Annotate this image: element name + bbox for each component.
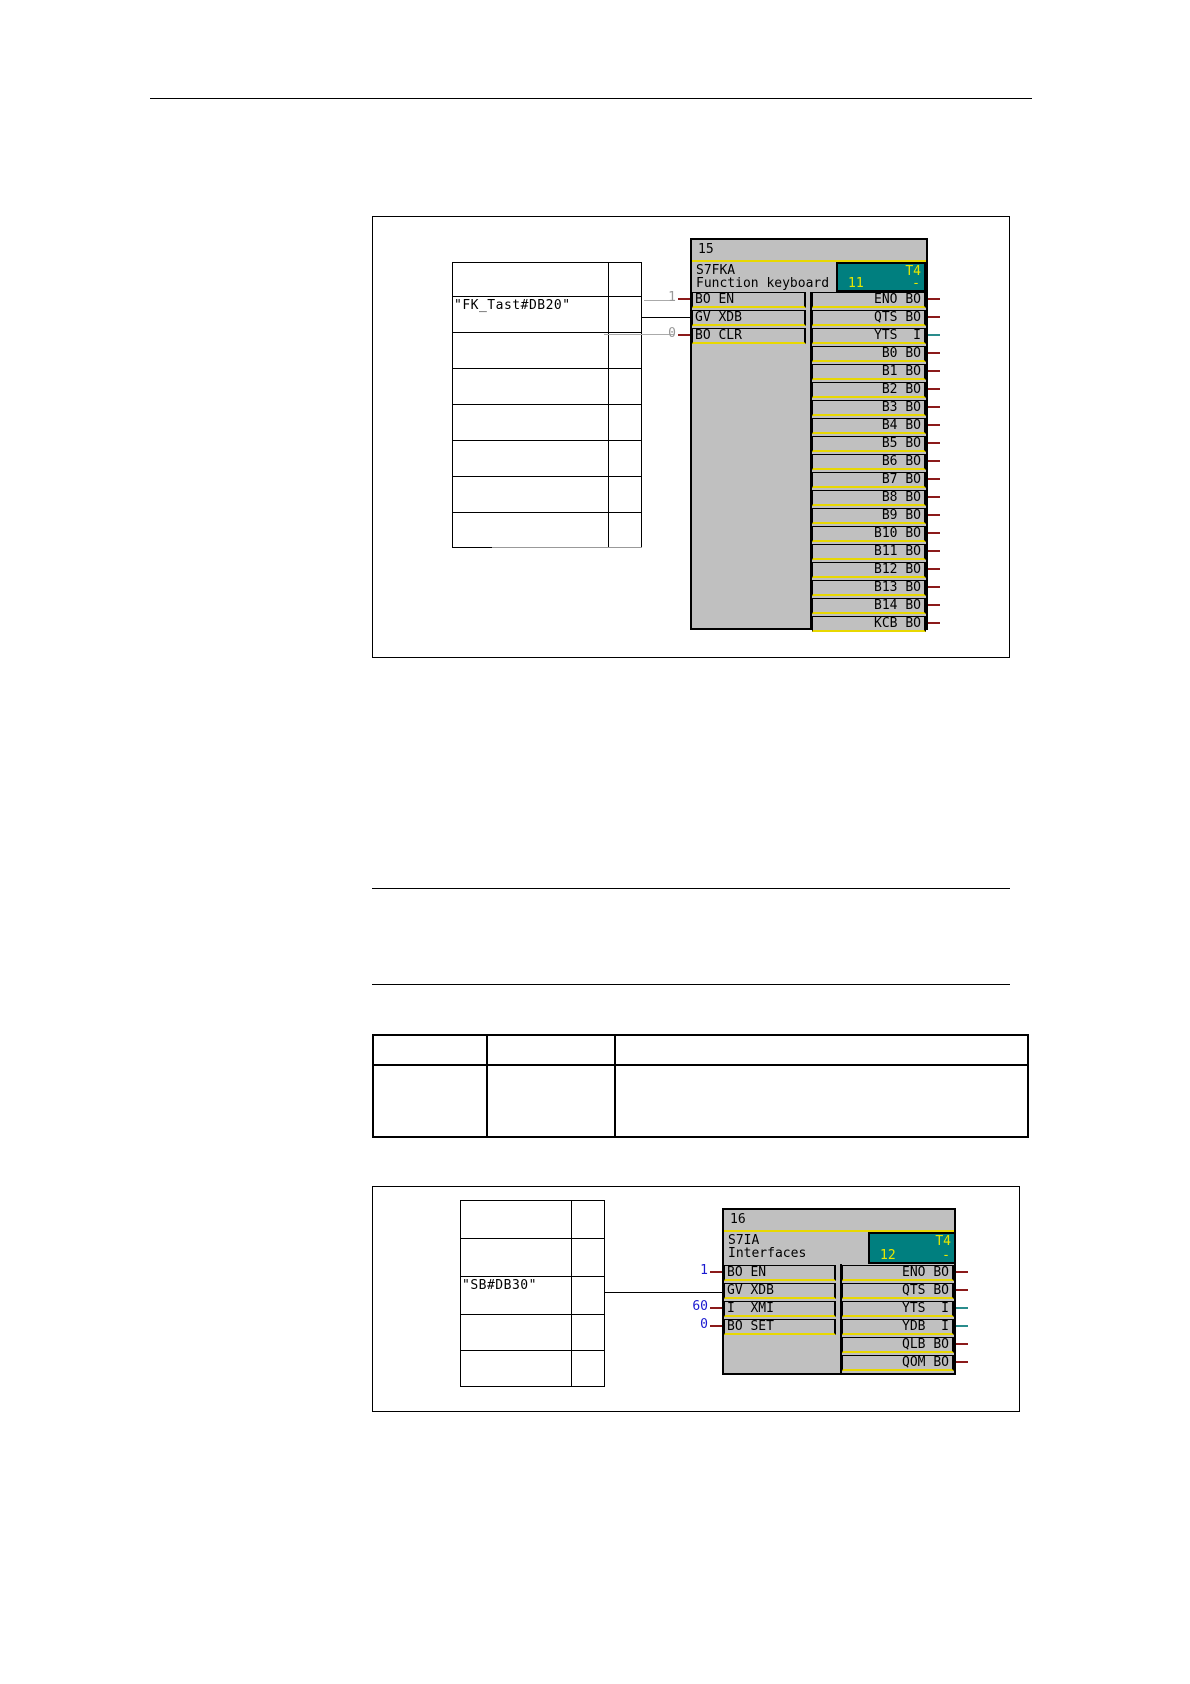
input-pin[interactable]: GV XDB (692, 310, 806, 326)
input-stub (678, 298, 690, 300)
input-pin[interactable]: BO EN (692, 292, 806, 308)
output-stub (956, 1325, 968, 1327)
output-stub (928, 586, 940, 588)
output-pin[interactable]: QOM BO (842, 1355, 954, 1371)
output-pin[interactable]: YTS I (842, 1301, 954, 1317)
input-value: 60 (692, 1299, 708, 1314)
output-stub (928, 334, 940, 336)
xref-table-1: "FK_Tast#DB20" (452, 262, 642, 548)
output-pin[interactable]: YTS I (812, 328, 926, 344)
output-stub (928, 478, 940, 480)
output-pin[interactable]: B8 BO (812, 490, 926, 506)
output-pin[interactable]: QTS BO (842, 1283, 954, 1299)
input-value: 1 (668, 290, 676, 305)
block-number: 16 (730, 1212, 746, 1227)
output-stub (928, 622, 940, 624)
parameter-table (372, 1034, 1029, 1138)
block-comment: Interfaces (728, 1246, 807, 1261)
input-pin[interactable]: BO SET (724, 1319, 836, 1335)
output-stub (928, 442, 940, 444)
output-stub (928, 388, 940, 390)
table-row (372, 1034, 1029, 1066)
block-comment: Function keyboard (696, 276, 830, 291)
output-pin[interactable]: ENO BO (842, 1265, 954, 1281)
output-pin[interactable]: B4 BO (812, 418, 926, 434)
output-pin[interactable]: B13 BO (812, 580, 926, 596)
output-pin[interactable]: B3 BO (812, 400, 926, 416)
output-stub (928, 298, 940, 300)
task-sequence-box: T4 12 - (868, 1232, 956, 1264)
output-stub (956, 1289, 968, 1291)
output-pin[interactable]: KCB BO (812, 616, 926, 632)
output-stub (956, 1307, 968, 1309)
block-type: S7IA (728, 1233, 760, 1248)
output-stub (928, 460, 940, 462)
xref-table-2: "SB#DB30" (460, 1200, 605, 1387)
output-pin[interactable]: YDB I (842, 1319, 954, 1335)
input-value: 0 (700, 1317, 708, 1332)
output-stub (956, 1343, 968, 1345)
output-pin[interactable]: B5 BO (812, 436, 926, 452)
output-stub (928, 568, 940, 570)
input-value: 1 (700, 1263, 708, 1278)
function-block-s7ia[interactable]: 16 S7IA Interfaces T4 12 - BO EN GV XDB I … (722, 1208, 956, 1375)
xdb-connection-wire (642, 317, 690, 318)
output-pin[interactable]: B11 BO (812, 544, 926, 560)
output-stub (928, 424, 940, 426)
input-pin[interactable]: GV XDB (724, 1283, 836, 1299)
output-stub (928, 532, 940, 534)
output-pin[interactable]: B2 BO (812, 382, 926, 398)
input-pin[interactable]: BO CLR (692, 328, 806, 344)
note-bottom-rule (372, 984, 1010, 985)
output-pin[interactable]: B12 BO (812, 562, 926, 578)
output-pin[interactable]: B10 BO (812, 526, 926, 542)
output-stub (928, 316, 940, 318)
output-stub (928, 514, 940, 516)
function-block-s7fka[interactable]: 15 S7FKA Function keyboard T4 11 - BO EN… (690, 238, 928, 632)
page-header-rule (150, 98, 1032, 99)
output-stub (928, 370, 940, 372)
block-number: 15 (698, 242, 714, 257)
xdb-connection-wire (605, 1292, 723, 1293)
input-pin[interactable]: I XMI (724, 1301, 836, 1317)
input-stub (710, 1307, 722, 1309)
output-pin[interactable]: B7 BO (812, 472, 926, 488)
input-stub (710, 1325, 722, 1327)
db-name-label: "FK_Tast#DB20" (454, 298, 571, 313)
output-pin[interactable]: QLB BO (842, 1337, 954, 1353)
output-pin[interactable]: B1 BO (812, 364, 926, 380)
output-pin[interactable]: B0 BO (812, 346, 926, 362)
output-stub (928, 406, 940, 408)
output-pin[interactable]: B14 BO (812, 598, 926, 614)
output-pin[interactable]: B6 BO (812, 454, 926, 470)
input-pin[interactable]: BO EN (724, 1265, 836, 1281)
output-pin[interactable]: B9 BO (812, 508, 926, 524)
output-pin[interactable]: QTS BO (812, 310, 926, 326)
output-stub (928, 496, 940, 498)
task-sequence-box: T4 11 - (836, 262, 926, 292)
block-type: S7FKA (696, 263, 736, 278)
input-stub (710, 1271, 722, 1273)
output-stub (956, 1361, 968, 1363)
input-stub (678, 334, 690, 336)
input-value: 0 (668, 326, 676, 341)
db-name-label: "SB#DB30" (462, 1278, 537, 1293)
note-top-rule (372, 888, 1010, 889)
output-stub (928, 352, 940, 354)
output-stub (956, 1271, 968, 1273)
output-pin[interactable]: ENO BO (812, 292, 926, 308)
output-stub (928, 550, 940, 552)
table-row (372, 1064, 1029, 1138)
output-stub (928, 604, 940, 606)
